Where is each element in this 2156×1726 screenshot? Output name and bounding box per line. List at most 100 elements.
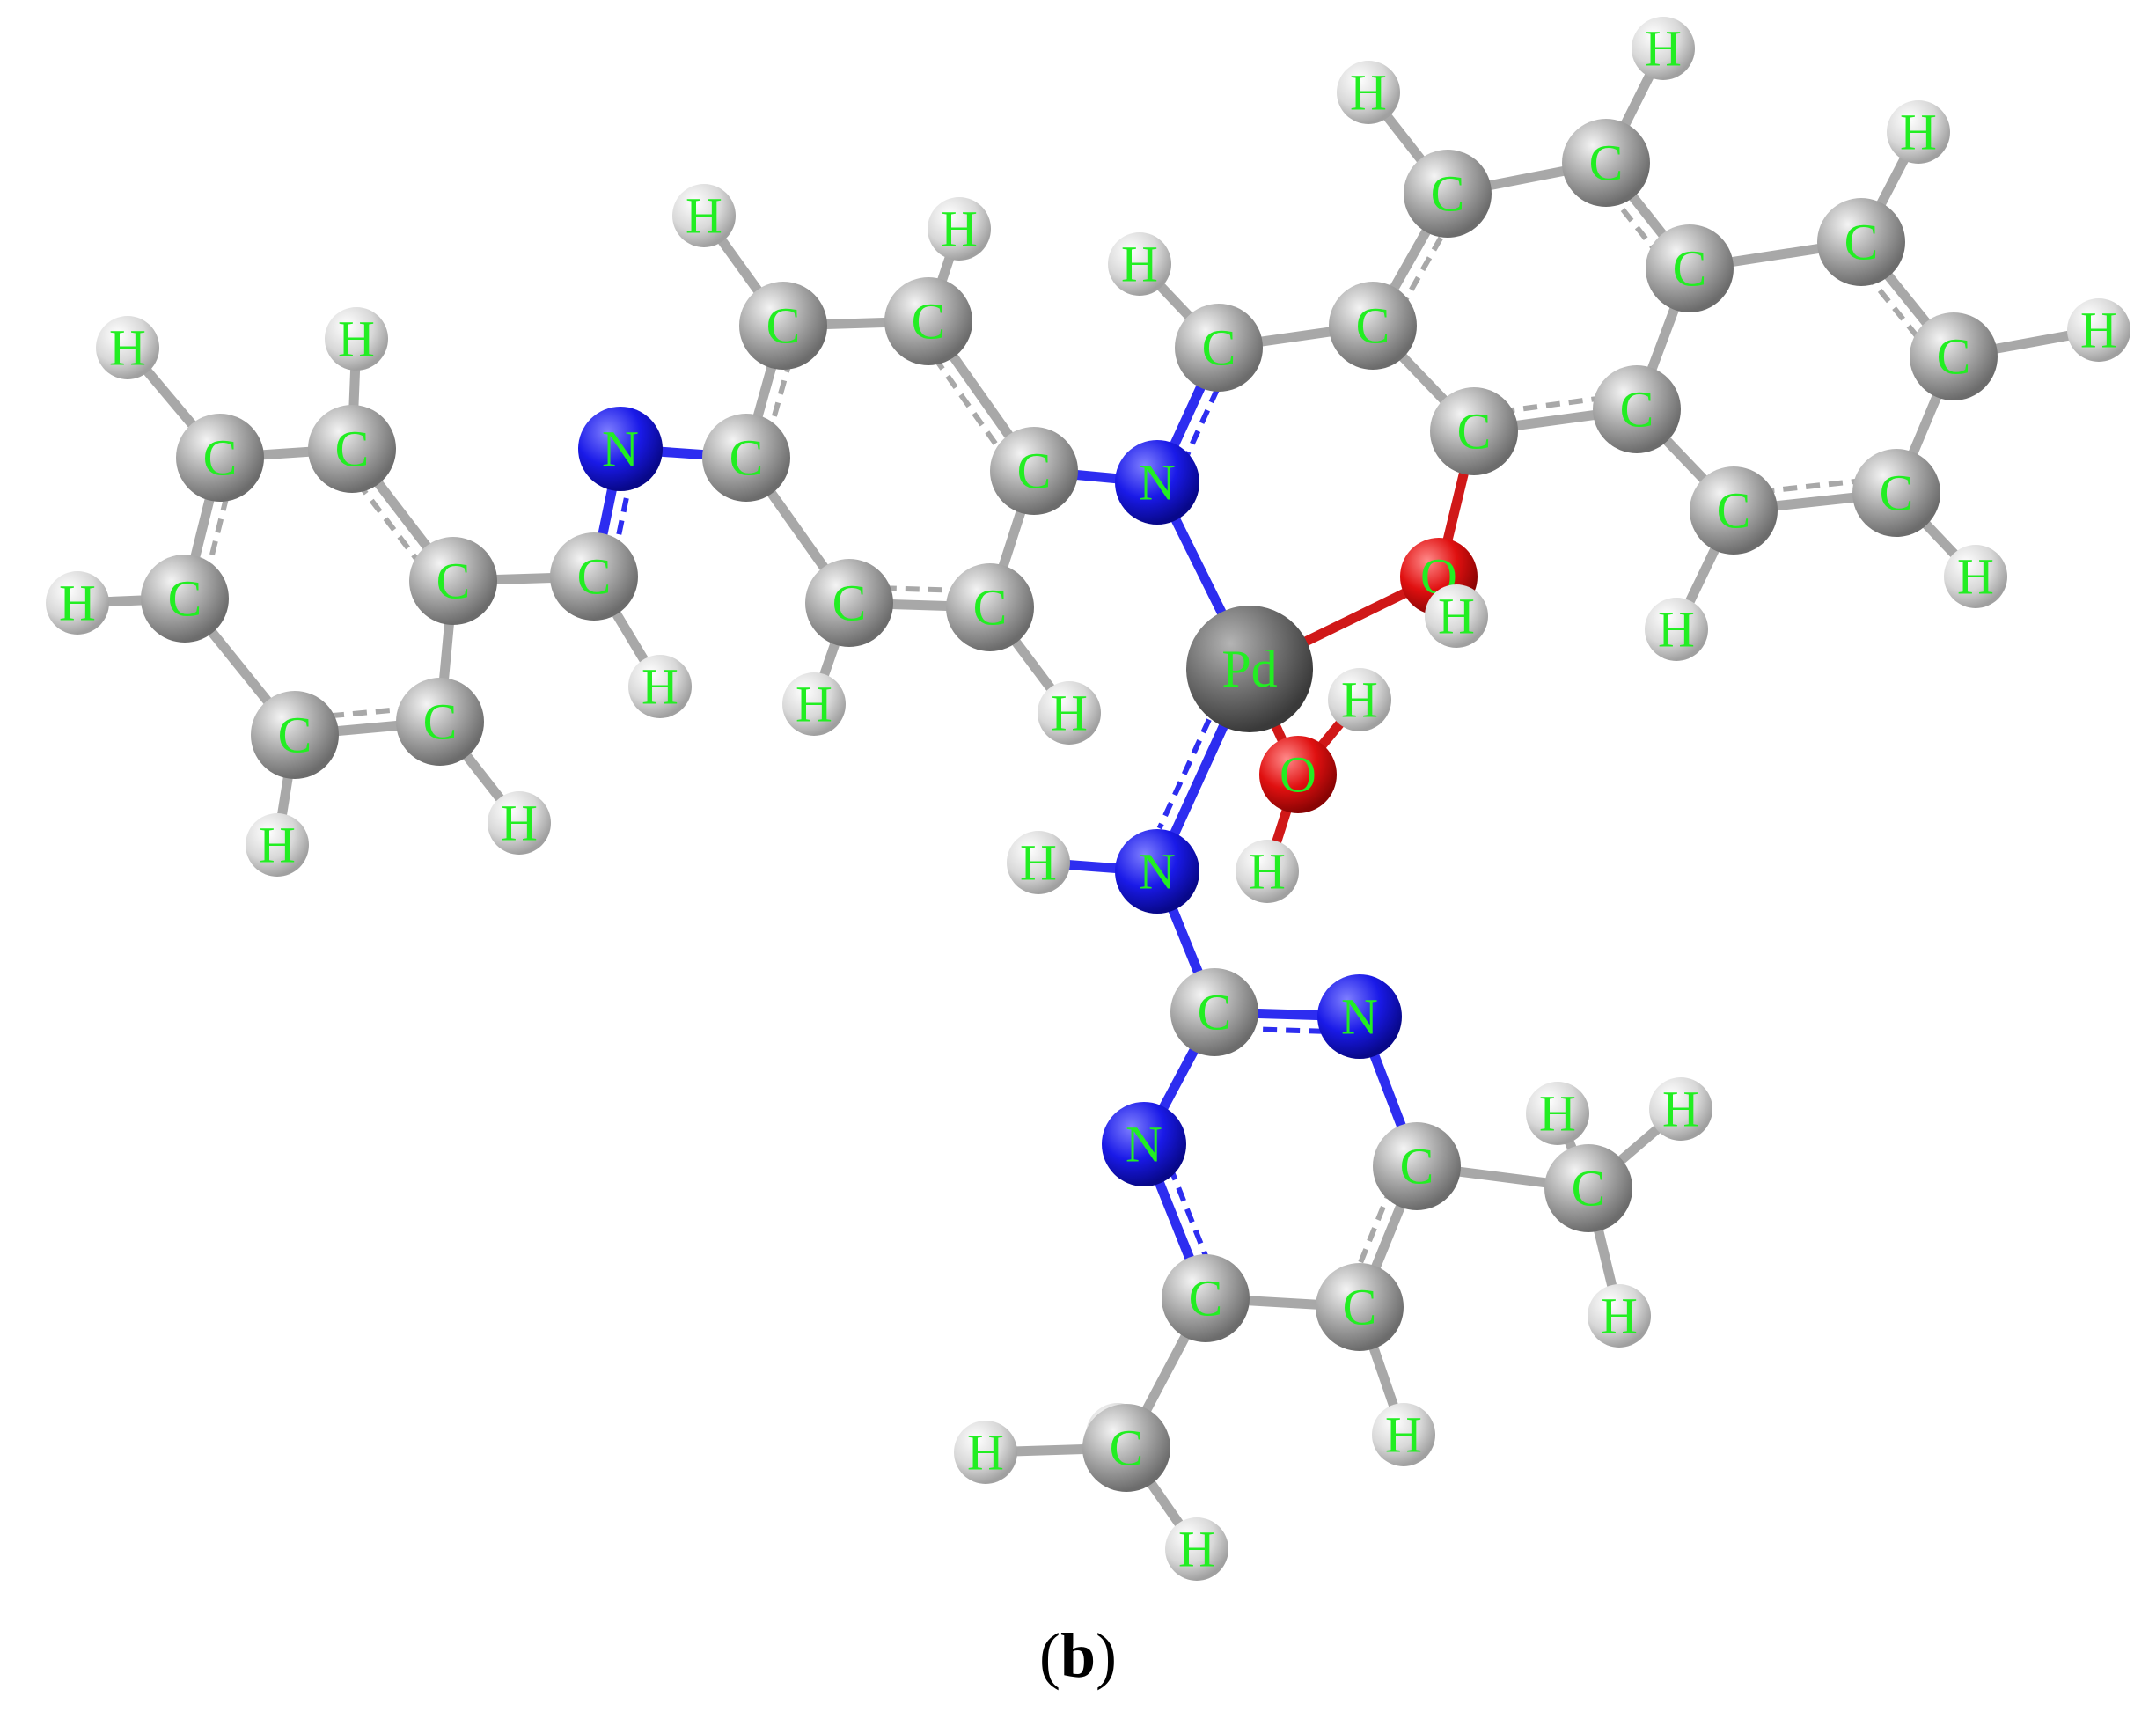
atom-sphere (1593, 365, 1681, 453)
atom-C16: C (1404, 150, 1492, 238)
atom-H3: H (46, 571, 109, 635)
atom-label: C (832, 575, 867, 632)
atom-Pd1: Pd (1186, 606, 1313, 732)
atom-label: H (1900, 104, 1937, 161)
atom-sphere (1317, 974, 1402, 1059)
atom-C20: C (1430, 387, 1518, 475)
atom-sphere (46, 571, 109, 635)
atom-sphere (2067, 298, 2130, 362)
atom-sphere (1115, 829, 1199, 914)
atom-label: C (1110, 1420, 1144, 1477)
atom-sphere (1944, 545, 2007, 608)
atom-label: C (1589, 135, 1624, 192)
atom-H10: H (1038, 681, 1101, 745)
atom-label: H (1957, 548, 1994, 606)
atom-label: H (1385, 1407, 1422, 1464)
atom-label: H (1438, 588, 1475, 645)
atom-sphere (1328, 668, 1391, 731)
atom-H7: H (672, 184, 736, 247)
atom-sphere (1329, 282, 1417, 370)
atom-sphere (1108, 232, 1171, 296)
atom-C11: C (990, 427, 1078, 515)
atom-label: C (1937, 328, 1971, 386)
atom-sphere (1372, 1403, 1435, 1466)
atom-H2: H (325, 307, 388, 371)
atom-C15: C (1329, 282, 1417, 370)
atom-H1: H (96, 316, 159, 379)
atom-H5: H (488, 791, 551, 855)
atom-C9: C (739, 282, 827, 370)
atom-sphere (488, 791, 551, 855)
caption-panel-letter: b (1060, 1620, 1096, 1691)
atom-sphere (1910, 312, 1998, 400)
atom-label: C (1620, 381, 1654, 438)
atom-label: C (1343, 1279, 1377, 1336)
atom-sphere (1649, 1077, 1712, 1141)
atom-sphere (251, 691, 339, 779)
atom-C21: C (1817, 198, 1905, 286)
atom-C19: C (1593, 365, 1681, 453)
atom-C26: C (1373, 1122, 1461, 1210)
atom-C25: C (1170, 968, 1258, 1056)
atom-H25: H (1588, 1284, 1651, 1348)
atom-N4: N (1317, 974, 1402, 1059)
atom-label: C (1717, 482, 1751, 540)
atom-sphere (1425, 584, 1488, 648)
atom-sphere (1175, 304, 1263, 392)
atom-sphere (628, 655, 692, 718)
atom-label: H (259, 817, 296, 874)
atom-sphere (176, 414, 264, 502)
bonds-layer (72, 43, 2104, 1554)
atom-sphere (1102, 1102, 1186, 1186)
atom-sphere (702, 414, 790, 502)
atom-label: H (1341, 672, 1378, 729)
atom-sphere (1165, 1517, 1228, 1581)
atom-sphere (1690, 466, 1778, 555)
atom-sphere (1632, 17, 1695, 80)
atom-sphere (1852, 449, 1940, 537)
atom-sphere (954, 1421, 1017, 1484)
atom-label: N (602, 421, 639, 478)
atom-sphere (550, 532, 638, 621)
atom-C12: C (946, 563, 1034, 651)
atom-C23: C (1852, 449, 1940, 537)
atom-label: C (1400, 1138, 1434, 1195)
atom-label: H (1658, 601, 1695, 658)
atom-H14: H (1887, 100, 1950, 164)
atom-label: N (1139, 843, 1176, 900)
atom-label: C (436, 553, 471, 610)
atom-label: C (730, 430, 764, 487)
atom-label: H (59, 575, 96, 632)
atom-label: C (1202, 319, 1236, 377)
atom-sphere (1404, 150, 1492, 238)
atom-C2: C (308, 405, 396, 493)
atom-C24: C (1690, 466, 1778, 555)
atom-label: C (1356, 297, 1390, 355)
atom-label: H (1350, 64, 1387, 121)
atom-sphere (1170, 968, 1258, 1056)
atom-label: O (1280, 746, 1316, 804)
atom-label: C (1198, 984, 1232, 1041)
atom-N2: N (1115, 440, 1199, 525)
atom-label: C (1189, 1270, 1223, 1327)
atom-H6: H (628, 655, 692, 718)
atom-N5: N (1102, 1102, 1186, 1186)
atom-sphere (1646, 224, 1734, 312)
atom-label: N (1139, 454, 1176, 511)
atom-sphere (946, 563, 1034, 651)
atom-sphere (396, 678, 484, 766)
atom-label: H (1645, 20, 1682, 77)
atom-label: H (2080, 302, 2117, 359)
atom-O2: O (1259, 736, 1337, 813)
atom-label: Pd (1221, 640, 1277, 698)
atom-C6: C (141, 555, 229, 643)
atom-label: H (686, 187, 722, 245)
atom-sphere (1645, 598, 1708, 661)
atom-N3: N (1115, 829, 1199, 914)
atom-H13: H (1632, 17, 1695, 80)
atom-label: H (1539, 1085, 1576, 1142)
atom-C17: C (1562, 119, 1650, 207)
atom-label: C (973, 579, 1008, 636)
atom-C18: C (1646, 224, 1734, 312)
atom-sphere (141, 555, 229, 643)
